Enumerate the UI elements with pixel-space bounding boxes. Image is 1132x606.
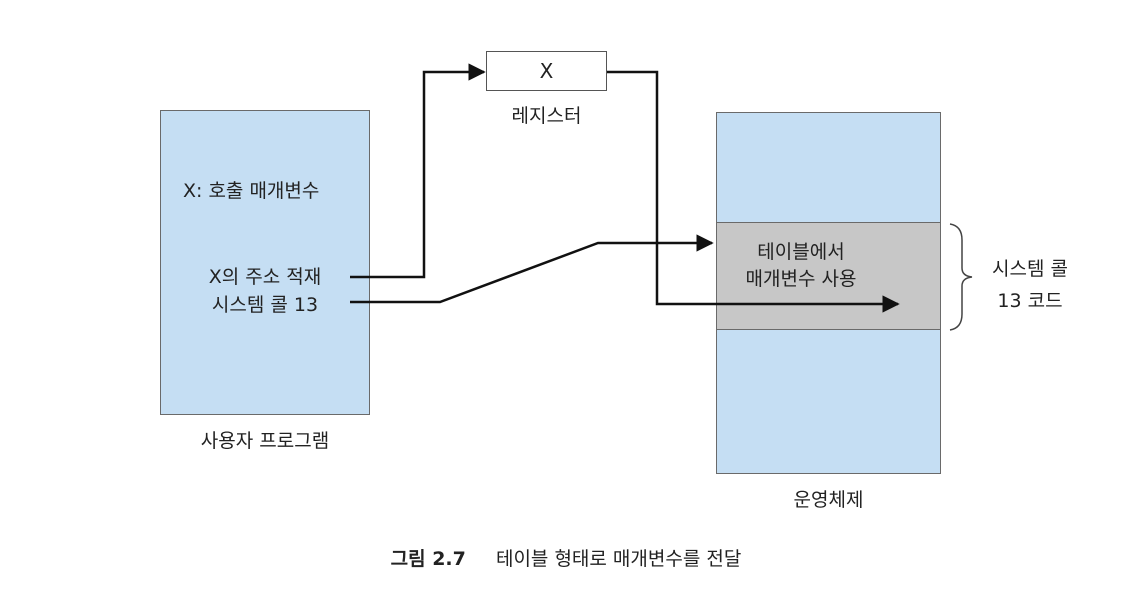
user-syscall-text: 시스템 콜 13 (211, 294, 319, 316)
user-program-label: 사용자 프로그램 (200, 430, 330, 452)
user-program-box (160, 110, 370, 415)
arrow-syscall-to-table (350, 234, 714, 304)
os-table-line2: 매개변수 사용 (745, 268, 857, 290)
register-label: 레지스터 (511, 105, 582, 127)
arrow-load-to-register (350, 63, 486, 279)
register-value: X (539, 59, 554, 83)
register-box: X (486, 51, 607, 91)
syscall-code-line2: 13 코드 (997, 290, 1063, 312)
figure-number: 그림 2.7 (390, 548, 466, 570)
os-table-line1: 테이블에서 (757, 241, 845, 263)
os-table-section (716, 222, 941, 330)
user-load-address-text: X의 주소 적재 (208, 266, 322, 288)
operating-system-label: 운영체제 (793, 489, 864, 511)
syscall-code-line1: 시스템 콜 (992, 258, 1068, 280)
arrow-register-to-os (607, 70, 900, 313)
figure-caption-text: 테이블 형태로 매개변수를 전달 (495, 548, 742, 570)
syscall-brace (949, 223, 973, 331)
user-param-text: X: 호출 매개변수 (183, 180, 320, 202)
figure-caption: 그림 2.7 테이블 형태로 매개변수를 전달 (0, 544, 1132, 571)
